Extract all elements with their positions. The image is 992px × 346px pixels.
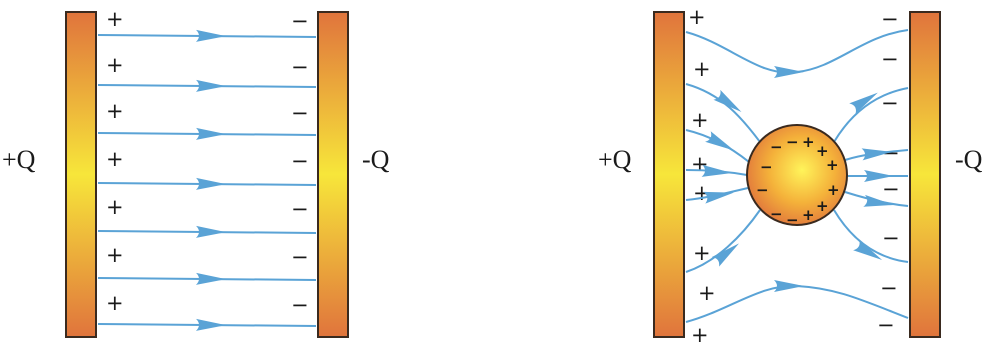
sphere-minus-sign: − <box>756 181 769 199</box>
field-line <box>686 286 908 322</box>
field-arrow <box>705 131 737 156</box>
field-arrow <box>196 226 226 238</box>
uniform-field-panel: +Q -Q + + + + + + + − − − − − − − <box>2 7 390 337</box>
minus-sign: − <box>881 7 899 31</box>
minus-sign: − <box>291 293 309 317</box>
minus-sign: − <box>291 101 309 125</box>
field-arrow <box>196 273 226 285</box>
plus-sign: + <box>106 147 124 171</box>
field-arrow <box>774 66 804 78</box>
plus-sign: + <box>698 281 716 305</box>
sphere-minus-sign: − <box>760 158 773 176</box>
minus-sign: − <box>291 245 309 269</box>
positive-charge-label-2: +Q <box>598 145 632 174</box>
plus-sign: + <box>106 99 124 123</box>
minus-sign: − <box>877 313 895 337</box>
minus-sign: − <box>882 226 900 250</box>
sphere-plus-sign: + <box>802 206 815 224</box>
minus-sign: − <box>882 177 900 201</box>
field-arrow <box>713 90 744 117</box>
plus-sign: + <box>106 195 124 219</box>
plus-sign: + <box>106 7 124 31</box>
negative-charge-label: -Q <box>362 145 390 174</box>
minus-sign: − <box>291 9 309 33</box>
field-lines <box>98 30 316 331</box>
sphere-plus-sign: + <box>802 133 815 151</box>
field-arrow <box>196 30 226 42</box>
plus-sign: + <box>106 291 124 315</box>
sphere-plus-sign: + <box>826 156 839 174</box>
field-arrow <box>196 128 226 140</box>
field-arrow <box>196 80 226 92</box>
negative-charge-label-2: -Q <box>955 145 983 174</box>
minus-sign: − <box>880 276 898 300</box>
minus-sign: − <box>291 197 309 221</box>
negative-plate-2 <box>910 12 940 337</box>
field-arrow <box>196 319 226 331</box>
distorted-field-panel: +Q -Q ++++++++ −−−−−−−− −−−−−−++++++ <box>598 5 983 346</box>
plus-sign: + <box>106 243 124 267</box>
positive-plate <box>66 12 96 337</box>
plus-sign: + <box>106 53 124 77</box>
field-line <box>686 30 908 73</box>
negative-plate <box>318 12 348 337</box>
positive-signs: + + + + + + + <box>106 7 124 315</box>
field-arrow <box>774 280 804 292</box>
sphere-plus-sign: + <box>816 197 829 215</box>
minus-sign: − <box>881 47 899 71</box>
sphere-minus-sign: − <box>786 211 799 229</box>
field-arrow <box>702 165 733 179</box>
positive-charge-label: +Q <box>2 145 36 174</box>
minus-sign: − <box>291 149 309 173</box>
field-arrow <box>196 178 226 190</box>
positive-plate-2 <box>654 12 684 337</box>
sphere-plus-sign: + <box>827 181 840 199</box>
sphere-minus-sign: − <box>786 133 799 151</box>
sphere-minus-sign: − <box>770 138 783 156</box>
plus-sign: + <box>691 108 709 132</box>
plus-sign: + <box>691 323 709 346</box>
sphere-minus-sign: − <box>770 205 783 223</box>
field-arrow <box>853 240 885 265</box>
field-arrow <box>712 239 743 267</box>
negative-signs: − − − − − − − <box>291 9 309 317</box>
minus-sign: − <box>291 55 309 79</box>
negative-signs-2: −−−−−−−− <box>877 7 900 337</box>
field-arrow <box>849 87 881 113</box>
plus-sign: + <box>693 57 711 81</box>
plus-sign: + <box>688 5 706 29</box>
